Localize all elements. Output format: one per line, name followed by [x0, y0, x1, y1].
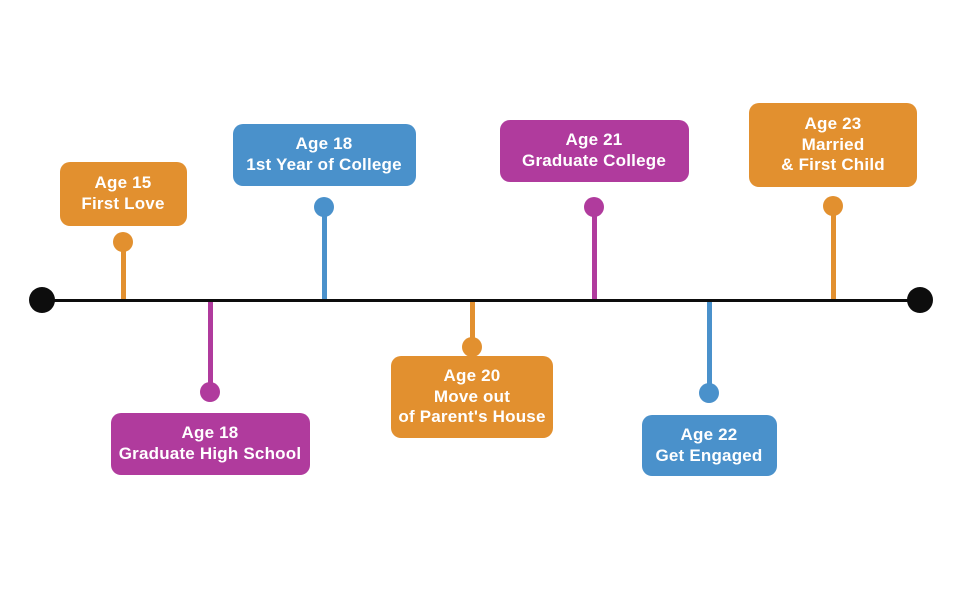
event-stem-age-22	[706, 300, 712, 393]
event-dot-age-18-college	[314, 197, 334, 217]
event-box-age-23-married-first-child: Age 23 Married & First Child	[749, 103, 917, 187]
event-stem-age-18-college	[321, 207, 327, 300]
event-dot-age-22	[699, 383, 719, 403]
timeline-start-dot	[29, 287, 55, 313]
event-dot-age-21	[584, 197, 604, 217]
timeline-end-dot	[907, 287, 933, 313]
event-dot-age-15	[113, 232, 133, 252]
event-box-age-22-get-engaged: Age 22 Get Engaged	[641, 415, 777, 476]
event-box-age-21-graduate-college: Age 21 Graduate College	[499, 120, 689, 182]
event-dot-age-23	[823, 196, 843, 216]
event-box-age-20-move-out: Age 20 Move out of Parent's House	[391, 356, 553, 438]
event-stem-age-15	[120, 242, 126, 300]
event-stem-age-20	[469, 300, 475, 347]
event-stem-age-23	[830, 206, 836, 300]
event-box-age-18-first-year-college: Age 18 1st Year of College	[232, 124, 416, 186]
timeline-axis-line	[42, 298, 920, 302]
event-stem-age-21	[591, 207, 597, 300]
event-stem-age-18-hs	[207, 300, 213, 392]
event-dot-age-20	[462, 337, 482, 357]
event-box-age-15-first-love: Age 15 First Love	[59, 162, 187, 226]
event-dot-age-18-hs	[200, 382, 220, 402]
event-box-age-18-graduate-high-school: Age 18 Graduate High School	[110, 413, 310, 475]
